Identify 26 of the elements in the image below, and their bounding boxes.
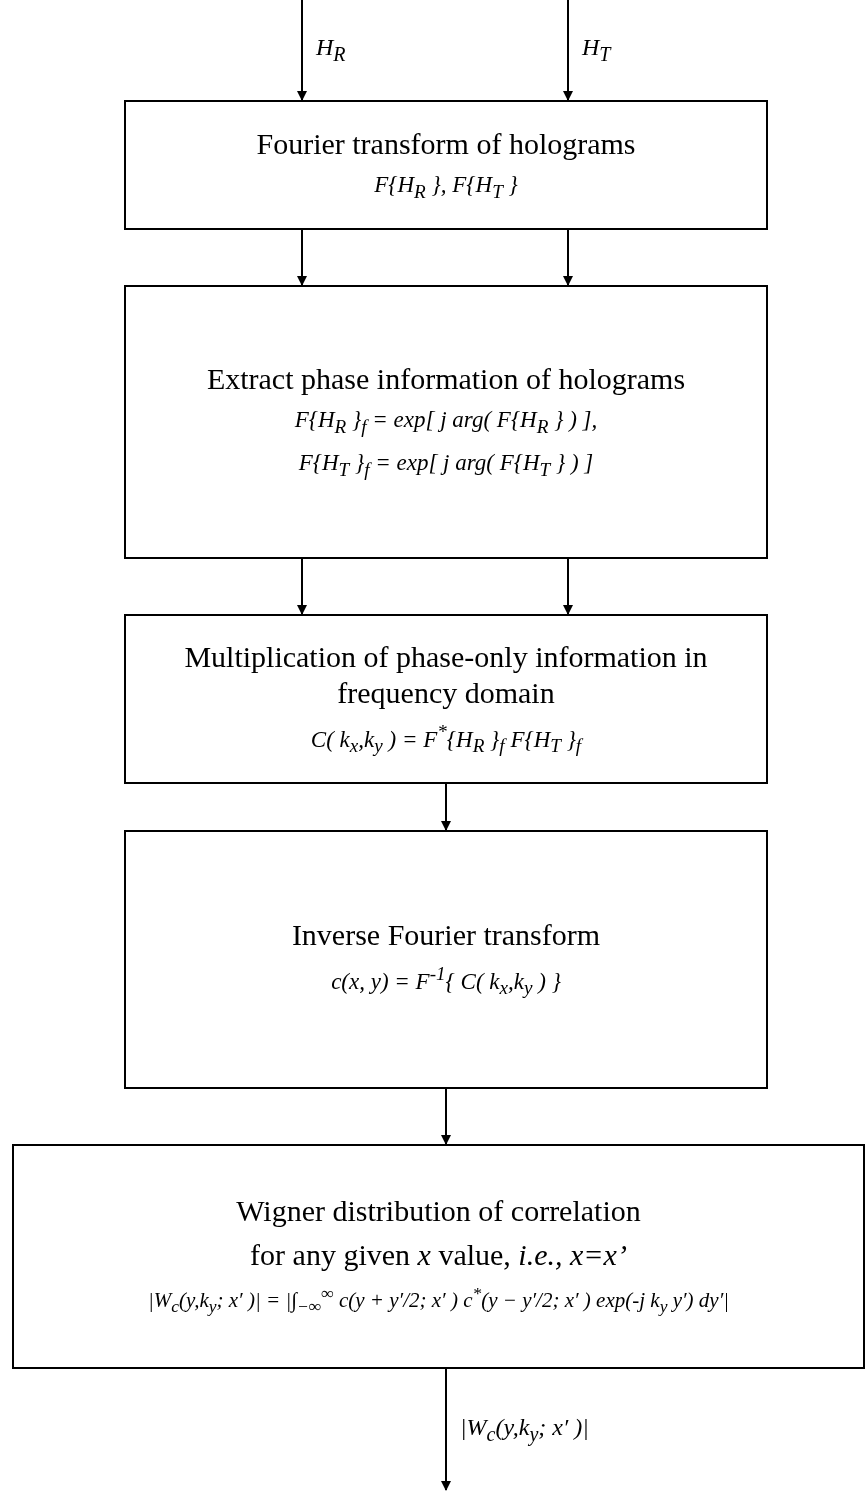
arrow (441, 783, 451, 831)
arrow (441, 1088, 451, 1145)
process-box (124, 100, 768, 230)
arrow (563, 0, 573, 101)
arrow (563, 229, 573, 286)
step-title: Fourier transform of holograms (256, 125, 636, 162)
formula: F{H$_{R}$ }$_{f}$ = exp[ j arg( F{H$_{R}$ } ) ], (294, 407, 598, 438)
step-title: Inverse Fourier transform (291, 917, 601, 954)
formula: F{H$_{R}$ }, F{H$_{T}$ } (374, 171, 518, 203)
formula: c(x, y) = F$^{-1}${ C( k$_{x}$,k$_{y}$ ) } (331, 963, 561, 1000)
step-title: for any given x value, i.e., x=x’ (250, 1237, 627, 1274)
step-title: Wigner distribution of correlation (236, 1193, 641, 1230)
process-box (124, 285, 768, 559)
arrow (297, 0, 307, 101)
arrow (441, 1368, 451, 1491)
arrow (297, 558, 307, 615)
arrow (297, 229, 307, 286)
formula: C( k$_{x}$,k$_{y}$ ) = F$^{*}${H$_{R}$ }$_{f}$ F{H$_{T}$ }$_{f}$ (310, 720, 582, 758)
step-title: Extract phase information of holograms (206, 361, 686, 398)
process-box (124, 830, 768, 1089)
arrow (563, 558, 573, 615)
formula: F{H$_{T}$ }$_{f}$ = exp[ j arg( F{H$_{T}$ } ) ] (298, 450, 594, 481)
formula: |W$_{c}$(y,k$_{y}$; x′ )| = |∫$_{−∞}$$^{∞}$ c(y + y′/2; x′ ) c$^{*}$(y − y′/2; x′ ) exp(-j k$_{y}$ y′) dy′| (147, 1283, 730, 1318)
step-title: Multiplication of phase-only information in frequency domain (183, 638, 709, 711)
process-box (12, 1144, 865, 1369)
process-box (124, 614, 768, 784)
